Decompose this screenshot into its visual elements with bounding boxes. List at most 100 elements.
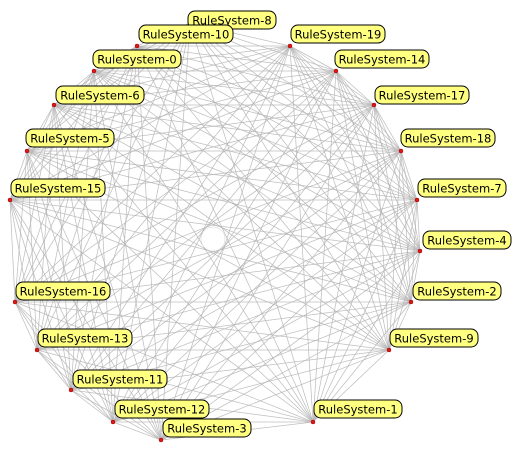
node-dot[interactable] bbox=[7, 197, 13, 203]
node-rs9[interactable]: RuleSystem-9 bbox=[386, 328, 479, 353]
node-dot[interactable] bbox=[158, 437, 164, 443]
node-label: RuleSystem-9 bbox=[394, 332, 473, 346]
node-label: RuleSystem-14 bbox=[339, 53, 426, 67]
node-label-box[interactable] bbox=[10, 178, 106, 198]
node-dot[interactable] bbox=[34, 347, 40, 353]
edge-rs10-rs1 bbox=[136, 45, 314, 423]
node-rs6[interactable]: RuleSystem-6 bbox=[51, 85, 145, 108]
node-label: RuleSystem-13 bbox=[42, 332, 129, 346]
node-label: RuleSystem-6 bbox=[60, 89, 139, 103]
node-dot[interactable] bbox=[333, 68, 339, 74]
node-dot[interactable] bbox=[12, 299, 18, 305]
node-dot[interactable] bbox=[110, 419, 116, 425]
edge-rs4-rs12 bbox=[112, 250, 421, 423]
edge-rs14-rs3 bbox=[160, 70, 337, 441]
node-label-box[interactable] bbox=[92, 49, 182, 69]
node-rs15[interactable]: RuleSystem-15 bbox=[7, 178, 106, 203]
edge-rs17-rs9 bbox=[373, 104, 390, 351]
node-rs17[interactable]: RuleSystem-17 bbox=[371, 85, 470, 108]
node-label-box[interactable] bbox=[55, 85, 145, 105]
node-rs11[interactable]: RuleSystem-11 bbox=[68, 369, 168, 393]
node-dot[interactable] bbox=[68, 387, 74, 393]
node-rs19[interactable]: RuleSystem-19 bbox=[287, 24, 386, 49]
node-label: RuleSystem-15 bbox=[15, 182, 102, 196]
node-label-box[interactable] bbox=[162, 418, 252, 438]
edge-rs12-rs3 bbox=[112, 421, 162, 441]
node-label-box[interactable] bbox=[334, 49, 430, 69]
edge-rs14-rs17 bbox=[335, 70, 375, 106]
node-rs5[interactable]: RuleSystem-5 bbox=[24, 128, 115, 154]
edge-rs4-rs2 bbox=[410, 250, 421, 303]
node-label: RuleSystem-10 bbox=[143, 28, 230, 42]
edge-rs7-rs9 bbox=[388, 199, 418, 351]
node-label-box[interactable] bbox=[313, 399, 403, 419]
node-dot[interactable] bbox=[386, 347, 392, 353]
edge-rs6-rs12 bbox=[53, 104, 114, 423]
node-label-box[interactable] bbox=[290, 24, 386, 44]
node-dot[interactable] bbox=[134, 43, 140, 49]
node-dot[interactable] bbox=[24, 148, 30, 154]
node-label: RuleSystem-5 bbox=[30, 132, 109, 146]
edge-rs19-rs18 bbox=[289, 45, 402, 152]
node-dot[interactable] bbox=[287, 43, 293, 49]
edge-rs14-rs16 bbox=[14, 70, 337, 303]
node-rs13[interactable]: RuleSystem-13 bbox=[34, 328, 133, 353]
center-hole bbox=[200, 226, 226, 252]
edge-rs0-rs2 bbox=[93, 70, 412, 303]
edge-rs0-rs4 bbox=[93, 70, 421, 252]
edge-rs7-rs2 bbox=[410, 199, 418, 303]
edge-rs8-rs2 bbox=[189, 22, 412, 303]
edge-rs18-rs2 bbox=[400, 150, 412, 303]
edge-rs7-rs4 bbox=[416, 199, 421, 252]
node-dot[interactable] bbox=[398, 148, 404, 154]
edge-rs16-rs13 bbox=[14, 301, 38, 351]
node-dot[interactable] bbox=[417, 248, 423, 254]
edge-rs17-rs12 bbox=[112, 104, 375, 423]
edge-rs17-rs18 bbox=[373, 104, 402, 152]
edge-rs18-rs9 bbox=[388, 150, 402, 351]
edge-rs14-rs12 bbox=[112, 70, 337, 423]
node-label: RuleSystem-7 bbox=[422, 182, 501, 196]
node-label-box[interactable] bbox=[374, 85, 470, 105]
node-label: RuleSystem-8 bbox=[192, 14, 271, 28]
node-rs0[interactable]: RuleSystem-0 bbox=[91, 49, 182, 74]
node-rs4[interactable]: RuleSystem-4 bbox=[417, 230, 512, 254]
node-rs14[interactable]: RuleSystem-14 bbox=[333, 49, 430, 74]
edge-rs19-rs1 bbox=[289, 45, 314, 423]
node-label: RuleSystem-4 bbox=[427, 234, 506, 248]
node-rs3[interactable]: RuleSystem-3 bbox=[158, 418, 252, 443]
edge-rs6-rs18 bbox=[53, 104, 402, 152]
edge-rs10-rs7 bbox=[136, 45, 418, 201]
node-label-box[interactable] bbox=[114, 399, 210, 419]
node-label-box[interactable] bbox=[15, 281, 111, 301]
node-label-box[interactable] bbox=[25, 128, 115, 148]
node-dot[interactable] bbox=[51, 102, 57, 108]
edge-rs13-rs11 bbox=[36, 349, 72, 391]
node-rs16[interactable]: RuleSystem-16 bbox=[12, 281, 111, 305]
node-dot[interactable] bbox=[414, 197, 420, 203]
node-rs7[interactable]: RuleSystem-7 bbox=[414, 178, 507, 203]
edge-rs8-rs12 bbox=[112, 22, 191, 423]
node-rs2[interactable]: RuleSystem-2 bbox=[408, 281, 502, 305]
node-label-box[interactable] bbox=[138, 24, 234, 44]
node-label: RuleSystem-1 bbox=[318, 403, 397, 417]
node-dot[interactable] bbox=[91, 68, 97, 74]
node-label-box[interactable] bbox=[72, 369, 168, 389]
node-rs10[interactable]: RuleSystem-10 bbox=[134, 24, 234, 49]
node-rs1[interactable]: RuleSystem-1 bbox=[310, 399, 403, 425]
node-dot[interactable] bbox=[371, 102, 377, 108]
node-label-box[interactable] bbox=[412, 281, 502, 301]
node-label-box[interactable] bbox=[37, 328, 133, 348]
node-label-box[interactable] bbox=[422, 230, 512, 250]
node-rs12[interactable]: RuleSystem-12 bbox=[110, 399, 210, 425]
edge-rs13-rs3 bbox=[36, 349, 162, 441]
node-dot[interactable] bbox=[408, 299, 414, 305]
node-label-box[interactable] bbox=[400, 128, 496, 148]
edge-rs17-rs2 bbox=[373, 104, 412, 303]
edge-rs13-rs1 bbox=[36, 349, 314, 423]
node-rs18[interactable]: RuleSystem-18 bbox=[398, 128, 496, 154]
node-label-box[interactable] bbox=[389, 328, 479, 348]
node-label: RuleSystem-3 bbox=[167, 422, 246, 436]
node-label-box[interactable] bbox=[417, 178, 507, 198]
node-dot[interactable] bbox=[310, 419, 316, 425]
